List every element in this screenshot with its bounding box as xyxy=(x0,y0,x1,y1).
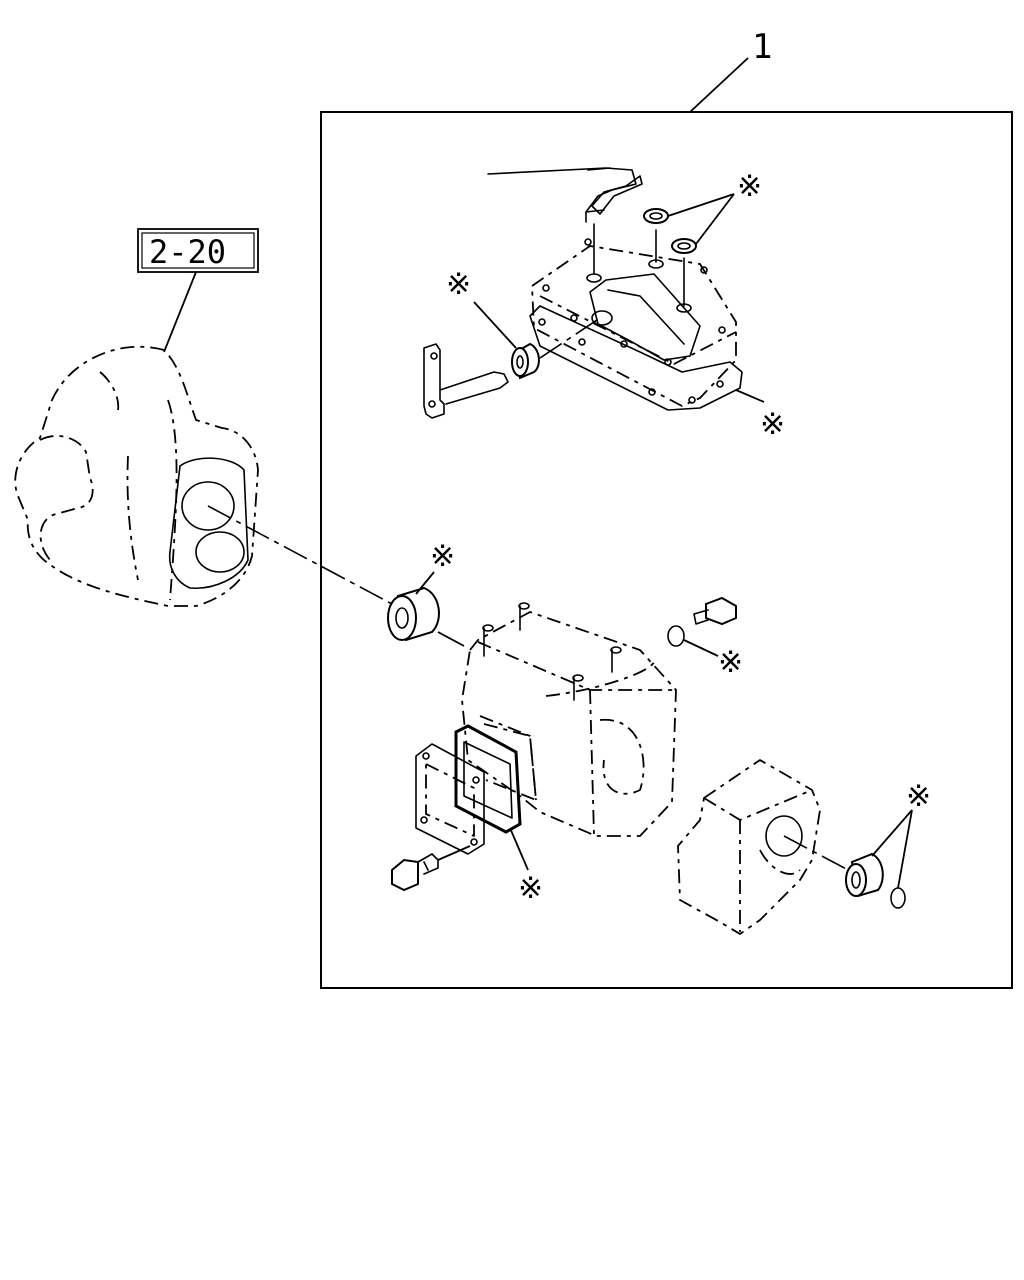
front-seal-leader xyxy=(415,571,435,595)
gasket-leader xyxy=(509,827,529,871)
rear-oil-seal xyxy=(845,852,884,898)
front-seal-to-case xyxy=(437,631,465,647)
assembly-callout-label: 1 xyxy=(752,27,772,67)
reference-callout-label: 2-20 xyxy=(149,233,226,271)
reference-leader xyxy=(163,271,197,353)
shaft-centerline xyxy=(207,505,393,605)
drain-plug-washer xyxy=(667,625,685,647)
assembly-callout-leader xyxy=(689,57,749,113)
pto-cover-plate xyxy=(415,743,485,855)
gasket-top-leader xyxy=(735,389,765,403)
washer-lower-leader xyxy=(695,193,735,245)
front-oil-seal xyxy=(387,586,440,642)
bolt-leader xyxy=(437,845,471,861)
shift-shaft-centerline xyxy=(539,317,601,359)
shift-lever xyxy=(487,167,637,223)
kit-markers: ※ ※ ※ ※ ※ ※ ※ xyxy=(430,169,931,906)
kit-marker-rear-seal: ※ xyxy=(906,779,931,814)
drain-plug xyxy=(693,596,737,626)
kit-marker-drain-washer: ※ xyxy=(718,645,743,680)
rear-centerline xyxy=(783,835,853,873)
shaft-seal-leader xyxy=(473,301,517,349)
reference-box: 2-20 xyxy=(137,228,259,273)
kit-marker-pto-gasket: ※ xyxy=(518,871,543,906)
transmission-case xyxy=(461,602,677,837)
shift-cover xyxy=(531,223,737,407)
assembly-frame xyxy=(320,111,1013,989)
rear-seal-leader-a xyxy=(871,809,913,857)
rear-seal-leader-b xyxy=(897,809,913,889)
cover-bolt xyxy=(391,853,439,892)
washer-leader xyxy=(683,639,719,657)
shift-arm xyxy=(423,343,509,419)
pto-gasket xyxy=(454,715,537,834)
shift-cover-gasket xyxy=(529,305,743,411)
rear-extension-housing xyxy=(677,759,821,935)
shift-washer-lower xyxy=(671,238,697,254)
kit-marker-washers: ※ xyxy=(737,169,762,204)
shift-shaft-seal xyxy=(511,342,540,380)
kit-marker-shaft-seal: ※ xyxy=(446,267,471,302)
clutch-housing xyxy=(14,345,259,607)
shift-lever-body xyxy=(591,175,643,215)
kit-marker-top-gasket: ※ xyxy=(760,407,785,442)
shift-washer-upper xyxy=(643,208,669,224)
washer-upper-leader xyxy=(667,193,735,217)
kit-marker-front-seal: ※ xyxy=(430,539,455,574)
rear-o-ring xyxy=(890,887,906,909)
